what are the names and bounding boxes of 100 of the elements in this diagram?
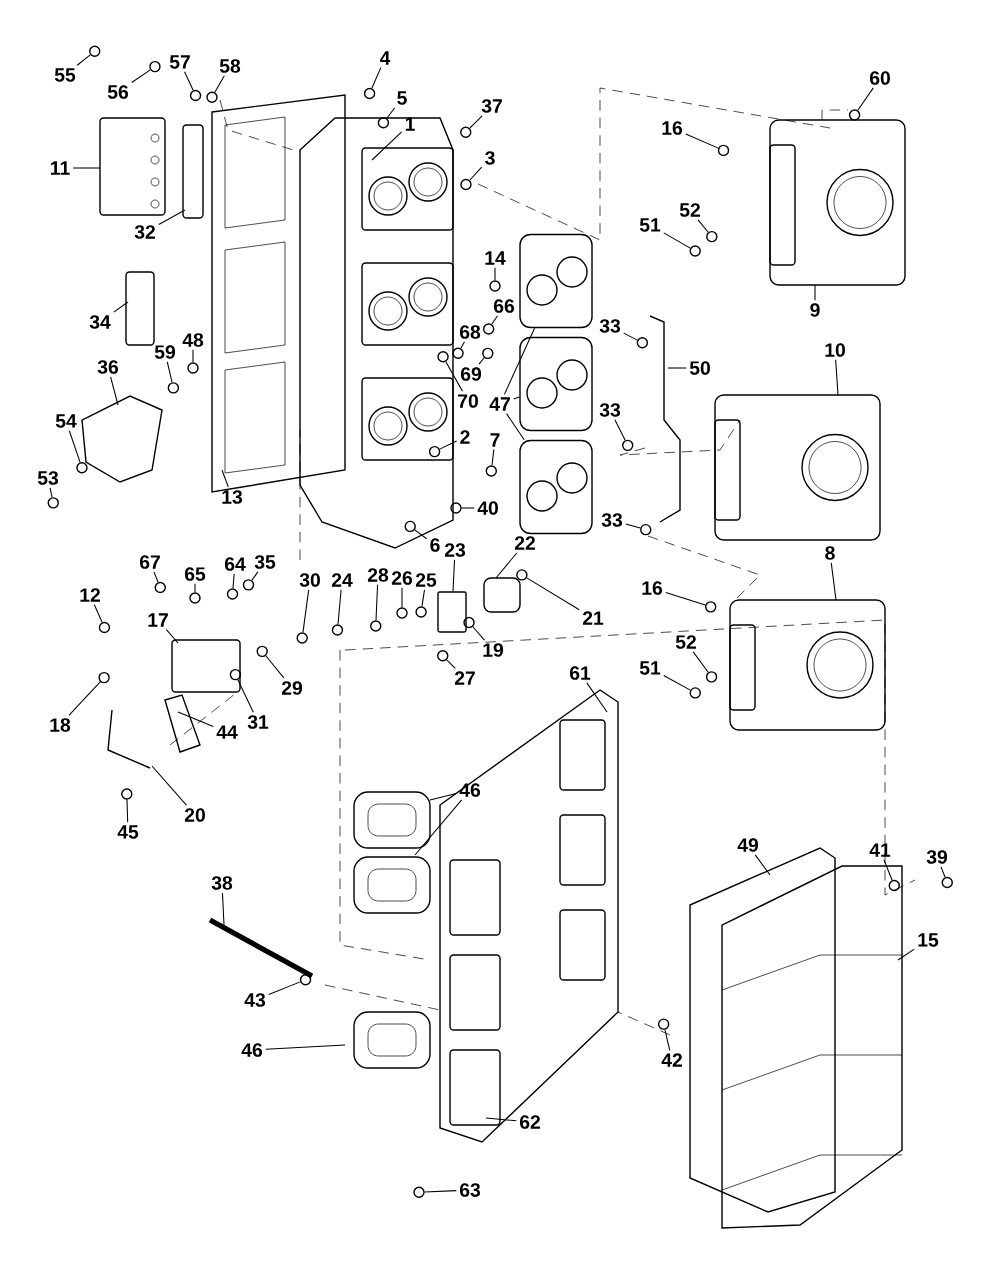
leader-line <box>665 591 706 606</box>
leader-line <box>513 396 520 400</box>
callout-number: 22 <box>514 536 535 550</box>
small-part <box>941 876 953 889</box>
leader-line <box>153 571 159 583</box>
callout-number: 24 <box>331 573 353 587</box>
small-part <box>717 144 730 157</box>
leader-line <box>72 167 101 169</box>
small-part <box>848 109 861 121</box>
small-part <box>450 502 462 514</box>
callout-number: 54 <box>55 414 77 428</box>
callout-number: 38 <box>211 876 233 890</box>
leader-line <box>692 651 709 673</box>
leader-line <box>469 166 483 181</box>
leader-line <box>68 681 101 716</box>
leader-line <box>940 866 946 878</box>
leader-line <box>165 629 179 644</box>
callout-number: 28 <box>367 568 389 582</box>
callout-number: 55 <box>54 68 76 82</box>
leader-line <box>814 284 816 301</box>
leader-line <box>506 413 525 441</box>
small-part <box>226 588 239 600</box>
callout-number: 30 <box>299 573 320 587</box>
callout-number: 16 <box>662 121 683 135</box>
leader-line <box>268 981 301 996</box>
leader-line <box>835 359 839 396</box>
small-part <box>460 178 472 191</box>
callout-number: 59 <box>154 345 176 359</box>
leader-line <box>192 349 194 363</box>
callout-number: 58 <box>219 59 241 73</box>
leader-line <box>452 559 456 592</box>
callout-number: 9 <box>810 303 820 317</box>
callout-number: 56 <box>107 85 129 99</box>
small-part <box>689 687 701 699</box>
callout-number: 44 <box>216 725 238 739</box>
leader-line <box>897 948 915 961</box>
callout-number: 31 <box>247 715 269 729</box>
leader-line <box>754 854 771 876</box>
leader-line <box>214 75 225 93</box>
callout-number: 51 <box>639 661 661 675</box>
small-part <box>657 1018 670 1030</box>
leader-line <box>526 577 580 611</box>
leader-line <box>184 71 194 91</box>
leader-line <box>460 341 465 349</box>
leader-line <box>375 584 379 621</box>
leader-line <box>472 626 485 641</box>
callout-number: 13 <box>222 490 243 504</box>
small-part <box>76 462 88 474</box>
small-part <box>622 439 634 452</box>
callout-number: 64 <box>224 557 246 571</box>
callout-number: 69 <box>460 367 482 381</box>
leader-line <box>667 367 687 369</box>
small-part <box>482 347 494 360</box>
leader-line <box>166 361 173 383</box>
leader-line <box>386 107 396 119</box>
leader-line <box>237 679 254 713</box>
callout-number: 25 <box>415 573 437 587</box>
small-part <box>98 621 111 634</box>
small-part <box>516 569 528 581</box>
callout-number: 34 <box>89 315 111 329</box>
leader-line <box>883 859 893 881</box>
small-part <box>296 632 308 644</box>
leader-line <box>485 1117 517 1122</box>
callout-number: 18 <box>50 718 71 732</box>
small-part <box>189 592 201 604</box>
callout-number: 67 <box>139 555 160 569</box>
callout-number: 68 <box>459 325 481 339</box>
small-part <box>437 351 449 363</box>
gasket <box>519 233 593 329</box>
callout-number: 65 <box>184 567 206 581</box>
callout-number: 47 <box>489 397 510 411</box>
callout-number: 51 <box>639 218 661 232</box>
callout-number: 16 <box>642 581 663 595</box>
callout-number: 5 <box>397 91 407 105</box>
callout-number: 41 <box>869 843 891 857</box>
callout-number: 33 <box>599 403 621 417</box>
small-part <box>189 89 202 102</box>
small-part <box>370 620 382 632</box>
small-part <box>299 974 312 986</box>
leader-line <box>177 711 214 727</box>
leader-line <box>429 792 457 801</box>
leader-line <box>663 675 691 691</box>
callout-number: 48 <box>182 333 204 347</box>
leader-line <box>68 430 81 463</box>
small-part <box>256 645 268 658</box>
callout-number: 39 <box>926 850 948 864</box>
gasket <box>519 336 593 432</box>
small-part <box>706 230 718 243</box>
callout-number: 66 <box>493 299 515 313</box>
leader-line <box>371 131 403 161</box>
leader-line <box>158 209 186 225</box>
callout-number: 46 <box>241 1043 263 1057</box>
leader-line <box>414 799 463 856</box>
small-part <box>485 465 497 477</box>
leader-line <box>478 357 485 365</box>
callout-number: 3 <box>485 151 495 165</box>
callout-number: 43 <box>244 993 266 1007</box>
callout-number: 7 <box>490 433 500 447</box>
small-part <box>98 671 110 684</box>
leader-line <box>251 571 259 581</box>
